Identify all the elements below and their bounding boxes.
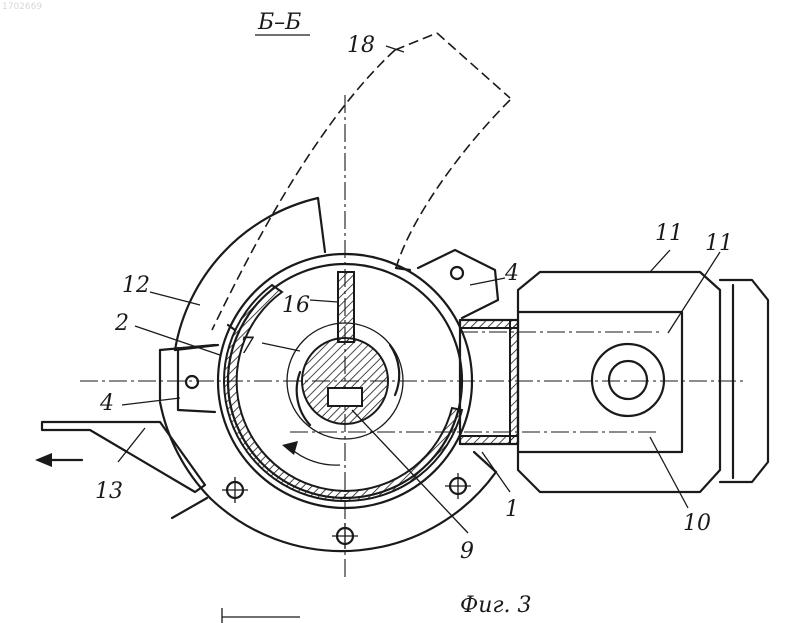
right-flange-4 — [418, 250, 498, 318]
label-1: 1 — [505, 497, 519, 522]
label-7: 7 — [240, 334, 254, 359]
section-title: Б–Б — [257, 10, 301, 35]
label-18: 18 — [347, 33, 375, 58]
arrow-head-icon — [35, 453, 52, 467]
label-4-right: 4 — [504, 261, 519, 286]
label-12: 12 — [122, 273, 150, 298]
watermark-text: 1702669 — [2, 2, 42, 12]
motor-shaft-11 — [592, 344, 664, 416]
housing-bolts — [222, 473, 471, 549]
center-lines — [80, 95, 745, 580]
shaft-7 — [302, 338, 388, 424]
rotation-arrow — [282, 441, 340, 465]
label-10: 10 — [683, 511, 711, 536]
figure-caption: Фиг. 3 — [460, 593, 532, 618]
motor-shaft-inner — [609, 361, 647, 399]
label-9: 9 — [460, 539, 474, 564]
label-11-b: 11 — [705, 231, 733, 256]
chute-18 — [212, 33, 510, 330]
motor-10 — [518, 272, 768, 492]
left-flange-4 — [178, 348, 215, 412]
label-4-left: 4 — [99, 391, 114, 416]
label-2: 2 — [114, 311, 129, 336]
label-13: 13 — [95, 479, 123, 504]
label-11-a: 11 — [655, 221, 683, 246]
blade-16 — [338, 272, 354, 342]
label-16: 16 — [282, 293, 310, 318]
